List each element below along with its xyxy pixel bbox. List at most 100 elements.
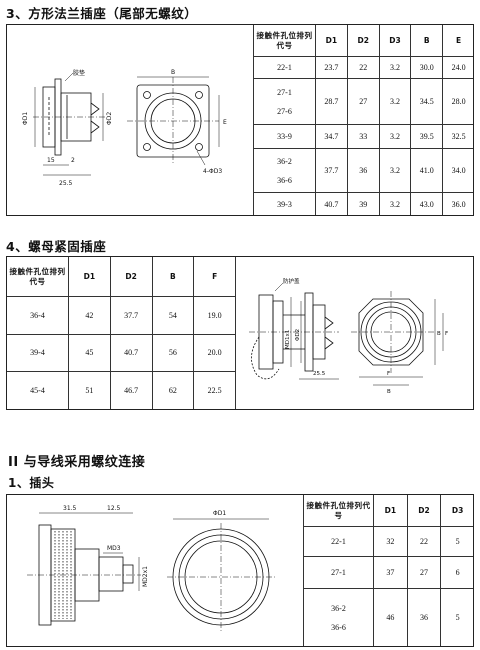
- cell-b: 41.0: [410, 148, 444, 193]
- sub1-drawing: 31.5 12.5 MD3 MD2x1 ΦD1: [27, 505, 275, 631]
- header-b: B: [151, 257, 195, 297]
- sub1-table: 接触件孔位排列代号 D1 D2 D3 22-1 32 22 5 27-1 37 …: [303, 495, 473, 646]
- section3-drawing: 胶垫 ΦD1 ΦD2 15 2 25.5 B E 4-ΦD3: [22, 69, 227, 187]
- dim-2: 2: [71, 157, 75, 164]
- cell-e: 28.0: [442, 78, 473, 125]
- table-row: 22-1 23.7 22 3.2 30.0 24.0: [253, 56, 473, 79]
- cell-d2: 22: [406, 526, 442, 557]
- cell-d3: 5: [440, 526, 473, 557]
- row-code-a: 36-2: [277, 156, 292, 166]
- cell-d3: 3.2: [378, 148, 412, 193]
- row-code-b: 36-6: [331, 622, 346, 632]
- row-code-b: 36-6: [277, 175, 292, 185]
- cell-f: 20.0: [193, 333, 236, 373]
- dim-d1: ΦD1: [22, 112, 29, 125]
- table-row: 36-2 36-6 37.7 36 3.2 41.0 34.0: [253, 148, 473, 193]
- row-code-a: 27-1: [277, 87, 292, 97]
- dim-f-vertical: F: [445, 331, 448, 337]
- cell-d1: 32: [373, 526, 408, 557]
- header-e: E: [442, 25, 473, 57]
- cell-d3: 3.2: [378, 56, 412, 79]
- table-row: 36-4 42 37.7 54 19.0: [7, 296, 236, 335]
- cell-b: 34.5: [410, 78, 444, 125]
- cell-b: 56: [151, 333, 195, 373]
- cell-d2: 46.7: [109, 371, 153, 409]
- section4-frame: 接触件孔位排列代号 D1 D2 B F 36-4 42 37.7 54 19.0…: [6, 256, 474, 410]
- row-code: 27-1: [303, 556, 374, 589]
- dim-12-5: 12.5: [107, 505, 121, 512]
- header-f: F: [193, 257, 236, 297]
- row-code: 22-1: [303, 526, 374, 557]
- table-row: 36-2 36-6 46 36 5: [303, 588, 473, 646]
- section4-drawing: 防护盖 MD1x1 ΦD2 25.5 F B B F: [249, 277, 448, 395]
- cell-d2: 33: [346, 124, 380, 149]
- cell-e: 24.0: [442, 56, 473, 79]
- cell-d2: 27: [406, 556, 442, 589]
- header-d2: D2: [109, 257, 153, 297]
- header-code: 接触件孔位排列代号: [7, 257, 69, 297]
- dim-md1: MD1x1: [285, 330, 291, 349]
- cell-d1: 37: [373, 556, 408, 589]
- table-row: 39-4 45 40.7 56 20.0: [7, 333, 236, 373]
- cell-d3: 5: [440, 588, 473, 646]
- cell-e: 34.0: [442, 148, 473, 193]
- label-gasket: 胶垫: [73, 69, 85, 77]
- cell-d3: 3.2: [378, 124, 412, 149]
- cell-d1: 28.7: [315, 78, 348, 125]
- row-code-a: 36-2: [331, 603, 346, 613]
- sub1-title: 1、插头: [8, 476, 55, 490]
- table-row: 27-1 37 27 6: [303, 556, 473, 589]
- row-code: 39-4: [7, 333, 69, 373]
- table-row: 45-4 51 46.7 62 22.5: [7, 371, 236, 409]
- cell-d1: 45: [68, 333, 111, 373]
- header-d3: D3: [440, 495, 473, 527]
- row-code: 39-3: [253, 192, 316, 215]
- cell-d3: 3.2: [378, 78, 412, 125]
- dim-d2: ΦD2: [295, 329, 301, 341]
- cell-d1: 46: [373, 588, 408, 646]
- cell-b: 54: [151, 296, 195, 335]
- header-b: B: [410, 25, 444, 57]
- row-code: 22-1: [253, 56, 316, 79]
- header-d3: D3: [378, 25, 412, 57]
- dim-e: E: [223, 119, 227, 126]
- dim-b: B: [171, 69, 175, 76]
- dim-25-5: 25.5: [313, 371, 326, 377]
- row-code: 36-4: [7, 296, 69, 335]
- dim-31-5: 31.5: [63, 505, 77, 512]
- dim-15: 15: [47, 157, 55, 164]
- header-d1: D1: [373, 495, 408, 527]
- cell-d1: 23.7: [315, 56, 348, 79]
- table-row: 39-3 40.7 39 3.2 43.0 36.0: [253, 192, 473, 215]
- section3-title: 3、方形法兰插座（尾部无螺纹）: [6, 6, 198, 21]
- dim-md3: MD3: [107, 545, 121, 552]
- part-ii-title: II 与导线采用螺纹连接: [8, 455, 146, 470]
- section4-title: 4、螺母紧固插座: [6, 239, 107, 254]
- cell-b: 43.0: [410, 192, 444, 215]
- row-code-b: 27-6: [277, 106, 292, 116]
- cell-d2: 40.7: [109, 333, 153, 373]
- section4-table: 接触件孔位排列代号 D1 D2 B F 36-4 42 37.7 54 19.0…: [7, 257, 236, 409]
- dim-b-vertical: B: [437, 331, 441, 337]
- cell-d1: 34.7: [315, 124, 348, 149]
- header-d2: D2: [346, 25, 380, 57]
- header-d1: D1: [315, 25, 348, 57]
- cell-d2: 37.7: [109, 296, 153, 335]
- row-code: 36-2 36-6: [303, 588, 374, 646]
- section3-table: 接触件孔位排列代号 D1 D2 D3 B E 22-1 23.7 22 3.2 …: [253, 25, 473, 215]
- cell-d2: 36: [406, 588, 442, 646]
- dim-25-5: 25.5: [59, 180, 73, 187]
- header-d1: D1: [68, 257, 111, 297]
- dim-d1: ΦD1: [213, 510, 226, 517]
- table-row: 33-9 34.7 33 3.2 39.5 32.5: [253, 124, 473, 149]
- cell-d2: 27: [346, 78, 380, 125]
- section3-frame: 胶垫 ΦD1 ΦD2 15 2 25.5 B E 4-ΦD3 接触件孔位排: [6, 24, 474, 216]
- row-code: 36-2 36-6: [253, 148, 316, 193]
- label-cap: 防护盖: [283, 277, 300, 285]
- table-row: 27-1 27-6 28.7 27 3.2 34.5 28.0: [253, 78, 473, 125]
- row-code: 45-4: [7, 371, 69, 409]
- cell-f: 19.0: [193, 296, 236, 335]
- cell-b: 30.0: [410, 56, 444, 79]
- cell-d2: 22: [346, 56, 380, 79]
- dim-b: B: [387, 389, 391, 395]
